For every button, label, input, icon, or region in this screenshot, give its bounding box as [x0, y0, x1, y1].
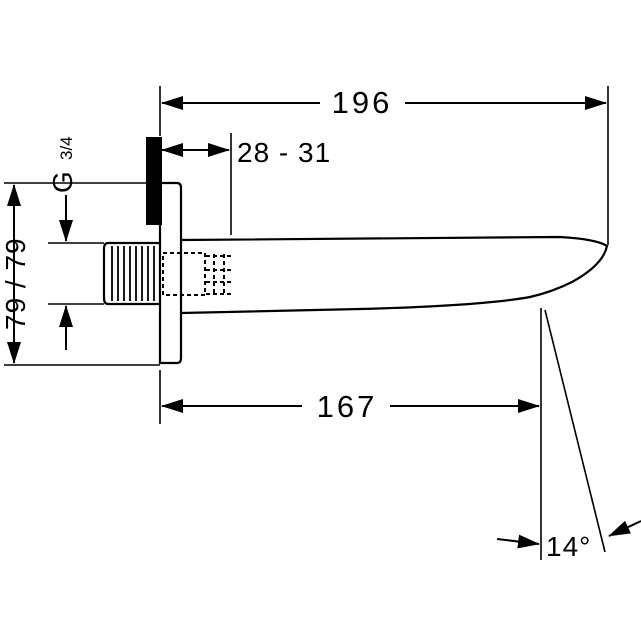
- extension-lines: [4, 86, 609, 560]
- threaded-connector: [102, 241, 160, 306]
- escutcheon-plate: [146, 137, 162, 225]
- dim-angle-right: [608, 520, 641, 537]
- thread-lines: [111, 246, 155, 301]
- dimension-lines: [6, 96, 641, 549]
- label-overall-length: 196: [332, 85, 393, 120]
- label-height: 79 / 79: [0, 237, 31, 330]
- label-thread-letter: G: [47, 170, 78, 193]
- label-thread-size: 3/4: [57, 136, 76, 160]
- label-projection: 167: [317, 389, 378, 424]
- label-wall-thickness: 28 - 31: [237, 137, 331, 168]
- label-angle: 14°: [546, 531, 591, 562]
- wall-flange: [158, 181, 183, 365]
- dimension-labels: 196 28 - 31 167 79 / 79 G 3/4 14°: [0, 85, 591, 562]
- spout-profile: [180, 235, 609, 315]
- hidden-connection: [162, 252, 232, 296]
- spout-body: [102, 137, 609, 365]
- dim-angle-left: [496, 534, 540, 549]
